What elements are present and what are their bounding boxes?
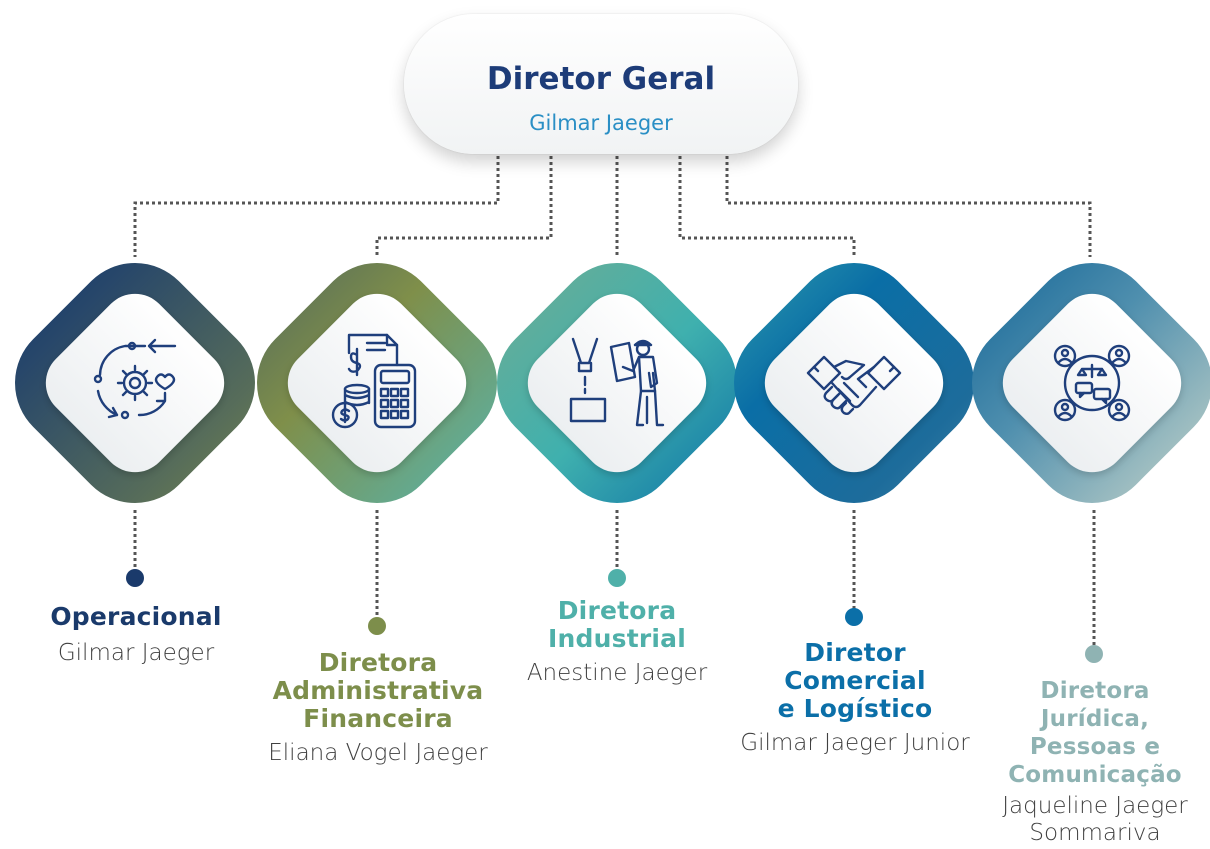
diamond-card-2 xyxy=(287,293,467,473)
director-general-box: Diretor Geral Gilmar Jaeger xyxy=(404,14,798,154)
department-title: Diretora Administrativa Financeira xyxy=(272,648,484,733)
finance-calculator-coins-icon xyxy=(331,333,417,429)
industrial-worker-machine-icon xyxy=(569,337,665,427)
operations-cycle-gear-icon xyxy=(93,338,177,420)
diamond-frame-2 xyxy=(257,263,497,503)
department-comercial: Diretor Comercial e Logístico Gilmar Jae… xyxy=(724,639,986,758)
director-general-name: Gilmar Jaeger xyxy=(529,111,673,135)
department-industrial: Diretora Industrial Anestine Jaeger xyxy=(500,597,734,688)
connector-operacional xyxy=(133,156,500,257)
connector-lines xyxy=(133,156,1096,648)
diamond-ribbon xyxy=(15,263,1210,503)
department-title: Diretora Jurídica, Pessoas e Comunicação xyxy=(1008,678,1182,788)
department-administrativa: Diretora Administrativa Financeira Elian… xyxy=(250,649,506,768)
diamond-card-4 xyxy=(764,293,944,473)
director-general-title: Diretor Geral xyxy=(486,61,716,97)
connector-comercial xyxy=(678,156,856,257)
marker-dot-industrial xyxy=(608,569,626,587)
department-person: Eliana Vogel Jaeger xyxy=(268,740,488,766)
diamond-frame-1 xyxy=(15,263,255,503)
department-title: Operacional xyxy=(50,602,222,631)
diamond-frame-4 xyxy=(734,263,974,503)
department-juridica: Diretora Jurídica, Pessoas e Comunicação… xyxy=(984,677,1206,847)
handshake-icon xyxy=(806,355,902,415)
marker-dot-juridica xyxy=(1085,645,1103,663)
department-person: Gilmar Jaeger xyxy=(57,640,215,666)
department-person: Jaqueline Jaeger Sommariva xyxy=(1002,793,1188,846)
department-title: Diretor Comercial e Logístico xyxy=(777,638,933,723)
connector-juridica xyxy=(725,156,1092,257)
diamond-frame-5 xyxy=(972,263,1210,503)
diamond-card-1 xyxy=(45,293,225,473)
department-operacional: Operacional Gilmar Jaeger xyxy=(6,603,266,668)
marker-dot-comercial xyxy=(845,608,863,626)
department-person: Gilmar Jaeger Junior xyxy=(740,730,970,756)
department-person: Anestine Jaeger xyxy=(526,660,708,686)
connector-administrativa xyxy=(375,156,553,257)
marker-dot-administrativa xyxy=(368,617,386,635)
marker-dot-operacional xyxy=(126,569,144,587)
legal-people-communication-icon xyxy=(1053,344,1131,422)
diamond-frame-3 xyxy=(497,263,737,503)
department-title: Diretora Industrial xyxy=(548,596,686,653)
